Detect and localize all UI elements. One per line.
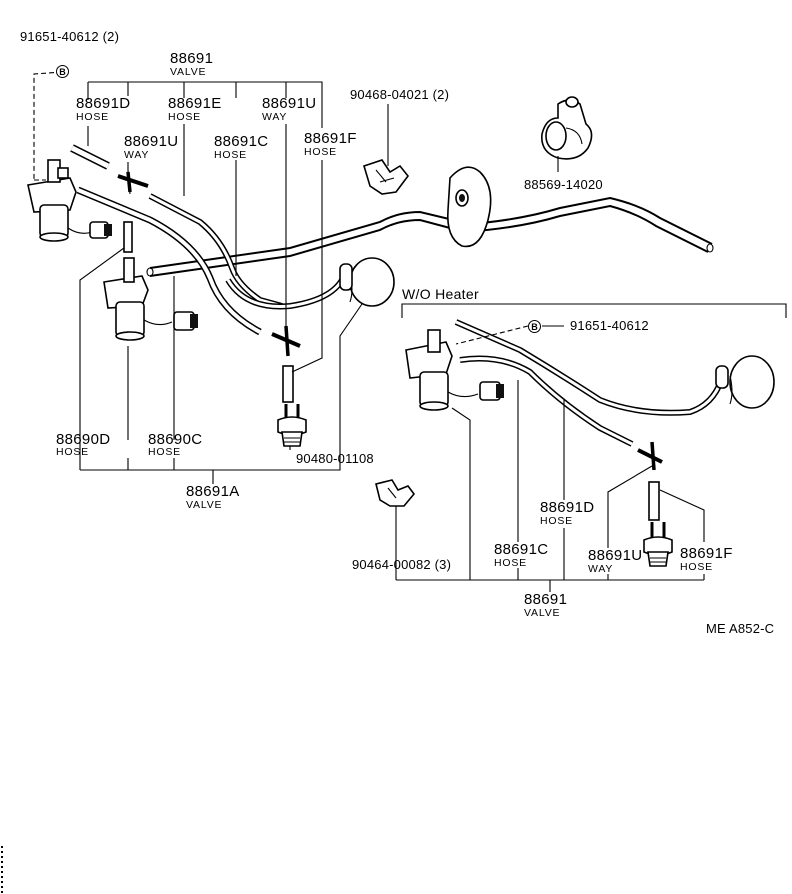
way-connector-center xyxy=(271,325,301,357)
part-number-88691U-top: 88691U xyxy=(262,95,317,112)
diagram-code: ME A852-C xyxy=(706,621,775,636)
vacuum-sensor-90480 xyxy=(277,404,307,447)
way-connector-left xyxy=(117,169,149,195)
way-label-left: WAY xyxy=(124,149,150,161)
grommet-oval xyxy=(446,166,492,248)
part-number-90464: 90464-00082 (3) xyxy=(352,557,452,572)
hose-label-r88691C: HOSE xyxy=(494,557,527,569)
hose-label-r88691F: HOSE xyxy=(680,561,713,573)
part-number-88691-valve: 88691 xyxy=(170,50,214,67)
part-number-88691E: 88691E xyxy=(168,95,222,112)
part-number-88691D: 88691D xyxy=(76,95,131,112)
way-connector-right xyxy=(637,441,663,471)
part-number-r88691U: 88691U xyxy=(588,547,643,564)
hose-right-long xyxy=(454,319,725,416)
way-label-right: WAY xyxy=(588,563,614,575)
part-number-r88691C: 88691C xyxy=(494,541,549,558)
main-vacuum-pipe xyxy=(146,196,714,277)
hose-label-88690D: HOSE xyxy=(56,446,89,458)
hose-label-88691F: HOSE xyxy=(304,146,337,158)
hose-88691E-piece xyxy=(148,193,283,309)
valve-label-right: VALVE xyxy=(524,607,561,619)
leader-lines-left xyxy=(33,71,559,484)
hose-label-88690C: HOSE xyxy=(148,446,181,458)
callout-b-top: B xyxy=(56,65,69,78)
diaphragm-actuator-left xyxy=(339,257,395,307)
part-number-88690C: 88690C xyxy=(148,431,203,448)
part-number-88569: 88569-14020 xyxy=(524,177,603,192)
hose-label-r88691D: HOSE xyxy=(540,515,573,527)
vacuum-switching-valve-upper xyxy=(27,159,112,242)
part-number-r88691D: 88691D xyxy=(540,499,595,516)
vacuum-sensor-right xyxy=(643,522,673,567)
part-number-88690D: 88690D xyxy=(56,431,111,448)
hose-88691F-piece xyxy=(282,365,294,403)
part-number-91651-top: 91651-40612 (2) xyxy=(20,29,120,44)
part-number-r88691F: 88691F xyxy=(680,545,733,562)
clamp-90464 xyxy=(375,479,416,507)
hose-right-88691F-piece xyxy=(648,481,660,521)
wo-heater-label: W/O Heater xyxy=(402,286,479,302)
part-number-88691C: 88691C xyxy=(214,133,269,150)
callout-b-right: B xyxy=(528,320,541,333)
part-number-88691F: 88691F xyxy=(304,130,357,147)
hose-label-88691C: HOSE xyxy=(214,149,247,161)
valve-label-88691A: VALVE xyxy=(186,499,223,511)
way-label-top: WAY xyxy=(262,111,288,123)
vacuum-switching-valve-lower xyxy=(103,257,198,341)
part-number-r88691: 88691 xyxy=(524,591,568,608)
wo-heater-frame xyxy=(401,303,787,318)
hose-88690D-short xyxy=(123,221,133,253)
hose-88690C-long xyxy=(76,186,262,336)
part-number-88691A: 88691A xyxy=(186,483,240,500)
part-number-90468: 90468-04021 (2) xyxy=(350,87,450,102)
part-number-88691U-left: 88691U xyxy=(124,133,179,150)
part-number-91651-right: 91651-40612 xyxy=(570,318,649,333)
hose-label-88691D: HOSE xyxy=(76,111,109,123)
valve-label-top: VALVE xyxy=(170,66,207,78)
hose-88691D-piece xyxy=(70,144,110,170)
clamp-88569 xyxy=(541,96,593,160)
hose-right-88691D xyxy=(459,355,634,447)
leader-lines-right xyxy=(395,325,705,592)
hose-88691C-loop xyxy=(225,278,345,310)
diaphragm-actuator-right xyxy=(715,355,775,409)
hose-label-88691E: HOSE xyxy=(168,111,201,123)
clamp-90468 xyxy=(363,159,410,195)
vacuum-switching-valve-right xyxy=(405,329,504,411)
part-number-90480: 90480-01108 xyxy=(296,451,374,466)
